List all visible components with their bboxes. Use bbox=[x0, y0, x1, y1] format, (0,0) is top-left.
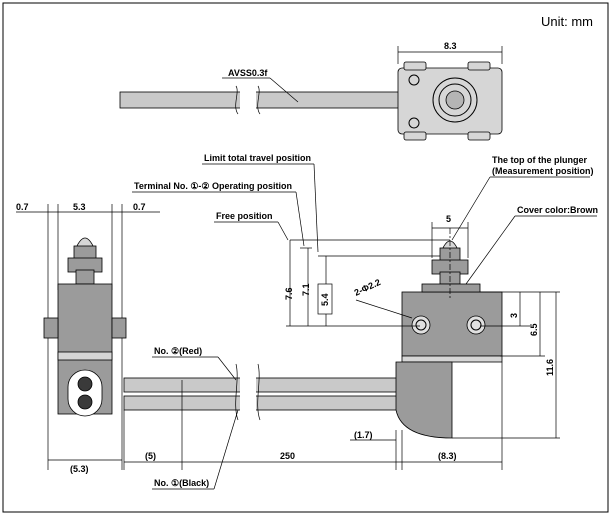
front-cable-black bbox=[123, 395, 403, 411]
dim-top-width: 8.3 bbox=[444, 41, 457, 51]
callouts: Limit total travel position Terminal No.… bbox=[132, 153, 598, 490]
dim-plunger-width: 5 bbox=[446, 214, 451, 224]
top-view-cable bbox=[119, 91, 401, 109]
plunger-top-icon bbox=[445, 90, 465, 110]
front-plunger-base bbox=[421, 283, 481, 293]
wire-type-label: AVSS0.3f bbox=[228, 68, 268, 78]
top-view-tab bbox=[403, 61, 427, 71]
dim-h-116: 11.6 bbox=[545, 359, 555, 376]
callout-operating-position: Terminal No. ①-② Operating position bbox=[134, 181, 292, 191]
top-view-tab bbox=[467, 131, 491, 141]
hole-icon bbox=[408, 74, 420, 86]
plunger-ring-mid bbox=[438, 83, 472, 117]
wire-core-icon bbox=[77, 394, 93, 410]
dim-h-3: 3 bbox=[509, 313, 519, 318]
break-mark bbox=[235, 85, 239, 115]
side-view-tab bbox=[43, 317, 59, 339]
dim-len-83: (8.3) bbox=[438, 451, 457, 461]
plunger-ring-outer bbox=[432, 77, 478, 123]
callout-cover-color: Cover color:Brown bbox=[517, 205, 598, 215]
break-mark bbox=[257, 85, 261, 115]
dim-h-76: 7.6 bbox=[284, 287, 294, 300]
side-plunger-stem bbox=[75, 269, 95, 285]
side-view: 0.7 5.3 0.7 (5.3) bbox=[16, 202, 160, 474]
front-cable-red bbox=[123, 377, 403, 393]
dim-offset-17: (1.7) bbox=[354, 430, 373, 440]
drawing-border bbox=[2, 2, 609, 513]
dim-hole-dia: 2-Φ2.2 bbox=[353, 277, 383, 298]
wire-core-icon bbox=[77, 376, 93, 392]
callout-wire-red: No. ②(Red) bbox=[154, 346, 202, 356]
callout-plunger-top-2: (Measurement position) bbox=[492, 166, 594, 176]
dim-len-250: 250 bbox=[280, 451, 295, 461]
top-view-tab bbox=[467, 61, 491, 71]
hole-icon bbox=[408, 117, 420, 129]
callout-plunger-top-1: The top of the plunger bbox=[492, 155, 587, 165]
side-view-seam bbox=[57, 351, 113, 361]
dim-h-71: 7.1 bbox=[301, 283, 311, 296]
mount-hole-icon bbox=[466, 315, 486, 335]
dim-h-65: 6.5 bbox=[529, 323, 539, 336]
callout-wire-black: No. ①(Black) bbox=[154, 478, 209, 488]
top-view-tab bbox=[403, 131, 427, 141]
dim-left-bottom: (5.3) bbox=[70, 464, 89, 474]
top-view: 8.3 AVSS0.3f bbox=[119, 41, 503, 141]
dim-len-5: (5) bbox=[145, 451, 156, 461]
callout-limit-travel: Limit total travel position bbox=[204, 153, 311, 163]
unit-label: Unit: mm bbox=[541, 14, 593, 29]
dim-left-07b: 0.7 bbox=[133, 202, 146, 212]
dim-left-53: 5.3 bbox=[73, 202, 86, 212]
cable-end-oval bbox=[67, 369, 103, 417]
front-view: 5 7.6 7.1 5.4 3 6.5 11.6 2-Φ2.2 (1.7) bbox=[123, 214, 560, 470]
dim-h-54: 5.4 bbox=[320, 293, 330, 306]
callout-free-position: Free position bbox=[216, 211, 273, 221]
dim-box bbox=[317, 283, 333, 315]
mount-hole-icon bbox=[411, 315, 431, 335]
dim-left-07a: 0.7 bbox=[16, 202, 29, 212]
front-view-seam bbox=[401, 355, 503, 363]
front-view-cover bbox=[395, 361, 453, 439]
side-view-tab bbox=[111, 317, 127, 339]
